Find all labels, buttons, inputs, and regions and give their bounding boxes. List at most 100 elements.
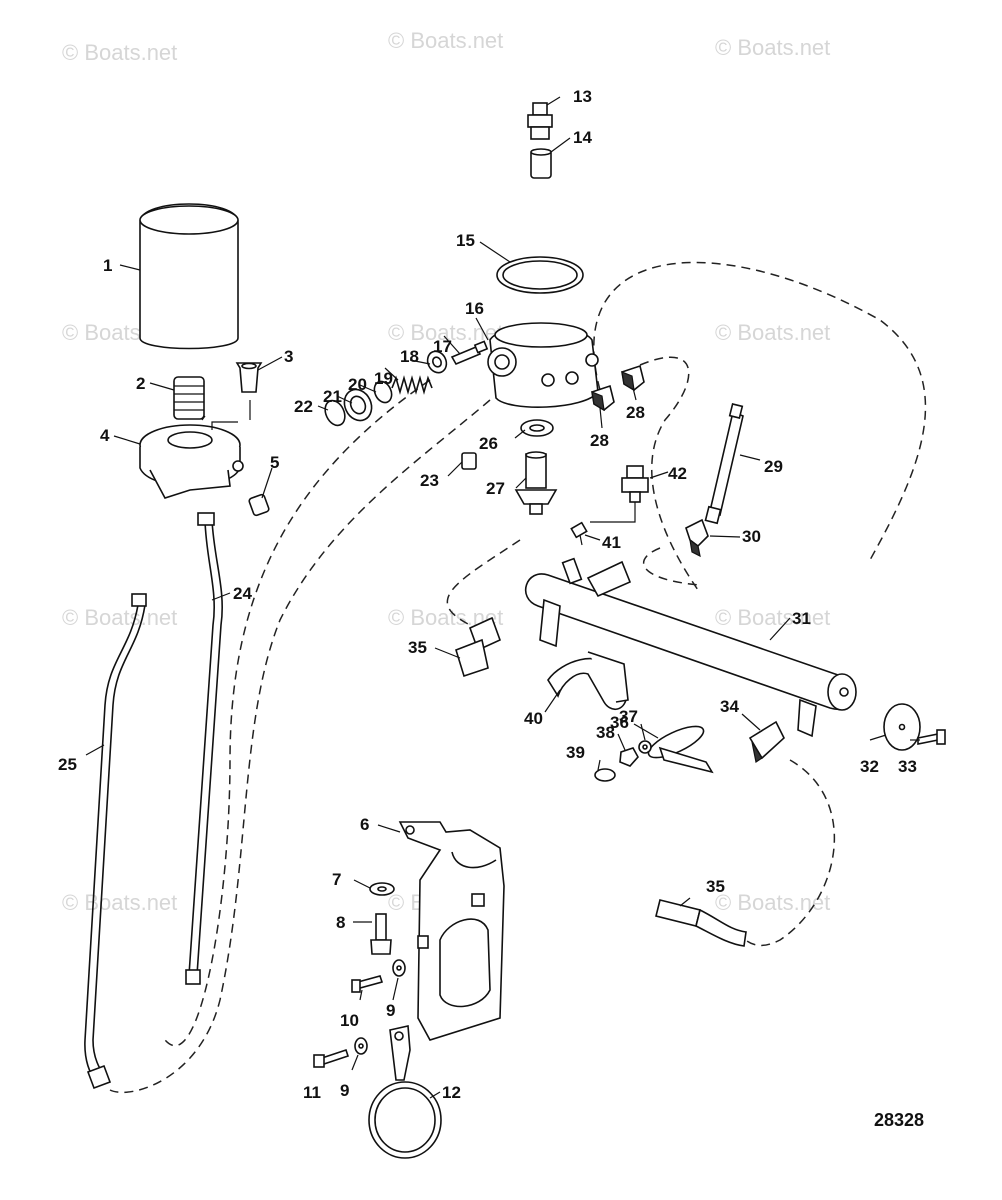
part-29-tube[interactable] bbox=[704, 402, 744, 525]
callout-35b: 35 bbox=[706, 877, 725, 896]
part-32-gasket[interactable] bbox=[883, 703, 921, 751]
part-41-screw[interactable] bbox=[570, 521, 588, 546]
part-31-oil-cooler[interactable] bbox=[525, 557, 857, 738]
callout-28b: 28 bbox=[626, 403, 645, 422]
part-19-spring[interactable] bbox=[391, 375, 433, 395]
part-38-nut[interactable] bbox=[619, 747, 639, 767]
hose-route bbox=[739, 759, 836, 947]
callout-13: 13 bbox=[573, 87, 592, 106]
part-27-fitting[interactable] bbox=[514, 451, 558, 515]
callout-40: 40 bbox=[524, 709, 543, 728]
callout-21: 21 bbox=[323, 387, 342, 406]
callout-17: 17 bbox=[433, 337, 452, 356]
watermark: © Boats.net bbox=[62, 605, 177, 630]
callout-6: 6 bbox=[360, 815, 369, 834]
callout-38: 38 bbox=[596, 723, 615, 742]
part-18-washer[interactable] bbox=[424, 348, 450, 376]
part-17-valve[interactable] bbox=[450, 340, 489, 366]
part-28-elbow-fitting[interactable] bbox=[591, 384, 615, 412]
callout-9a: 9 bbox=[386, 1001, 395, 1020]
watermark: © Boats.net bbox=[715, 605, 830, 630]
callout-3: 3 bbox=[284, 347, 293, 366]
callout-34: 34 bbox=[720, 697, 739, 716]
callout-8: 8 bbox=[336, 913, 345, 932]
watermark: © Boats.net bbox=[62, 40, 177, 65]
part-26-washer[interactable] bbox=[520, 419, 554, 437]
callout-4: 4 bbox=[100, 426, 110, 445]
callout-19: 19 bbox=[374, 369, 393, 388]
callout-22: 22 bbox=[294, 397, 313, 416]
hose-route bbox=[446, 539, 521, 626]
callout-39: 39 bbox=[566, 743, 585, 762]
part-33-bolt[interactable] bbox=[917, 729, 946, 745]
part-35-hose-coupling[interactable] bbox=[655, 899, 747, 947]
part-13-fitting[interactable] bbox=[527, 102, 553, 140]
callout-27: 27 bbox=[486, 479, 505, 498]
part-30-elbow-fitting[interactable] bbox=[685, 518, 709, 558]
part-39-cap[interactable] bbox=[594, 768, 616, 782]
part-42-sender[interactable] bbox=[590, 465, 649, 523]
callout-7: 7 bbox=[332, 870, 341, 889]
callout-42: 42 bbox=[668, 464, 687, 483]
part-35-hose-coupling[interactable] bbox=[455, 616, 502, 678]
part-3-plug[interactable] bbox=[235, 362, 263, 393]
part-16-filter-housing[interactable] bbox=[487, 322, 599, 408]
callout-15: 15 bbox=[456, 231, 475, 250]
callout-41: 41 bbox=[602, 533, 621, 552]
part-1-oil-filter[interactable] bbox=[139, 203, 239, 350]
hose-route bbox=[593, 261, 927, 561]
diagram-code: 28328 bbox=[874, 1110, 924, 1130]
callout-5: 5 bbox=[270, 453, 279, 472]
hose-route bbox=[639, 356, 699, 591]
part-23-plug[interactable] bbox=[461, 452, 477, 470]
part-12-strap-clamp[interactable] bbox=[368, 1025, 442, 1159]
callout-35a: 35 bbox=[408, 638, 427, 657]
callout-33: 33 bbox=[898, 757, 917, 776]
part-22-snap-ring[interactable] bbox=[321, 397, 348, 428]
callout-20: 20 bbox=[348, 375, 367, 394]
hose-route bbox=[164, 379, 431, 1047]
watermark: © Boats.net bbox=[715, 890, 830, 915]
callout-18: 18 bbox=[400, 347, 419, 366]
hose-routes bbox=[109, 261, 927, 1094]
part-40-cooler-bracket[interactable] bbox=[547, 651, 629, 711]
part-5-plug[interactable] bbox=[248, 493, 270, 517]
callout-29: 29 bbox=[764, 457, 783, 476]
part-6-mounting-bracket[interactable] bbox=[398, 821, 505, 1041]
callout-1: 1 bbox=[103, 256, 112, 275]
part-25-oil-line[interactable] bbox=[84, 593, 147, 1090]
part-15-gasket[interactable] bbox=[496, 256, 584, 294]
callout-23: 23 bbox=[420, 471, 439, 490]
callout-26: 26 bbox=[479, 434, 498, 453]
part-14-bushing[interactable] bbox=[530, 148, 552, 179]
part-11-screw[interactable] bbox=[313, 1048, 350, 1068]
hose-route bbox=[109, 399, 491, 1094]
part-34-elbow-fitting[interactable] bbox=[748, 720, 785, 763]
leader-lines bbox=[85, 96, 920, 1099]
watermark: © Boats.net bbox=[62, 890, 177, 915]
part-2-threaded-nipple[interactable] bbox=[173, 376, 205, 420]
part-28-elbow-fitting[interactable] bbox=[621, 364, 645, 392]
callout-32: 32 bbox=[860, 757, 879, 776]
part-9-washer[interactable] bbox=[354, 1037, 368, 1055]
callout-28a: 28 bbox=[590, 431, 609, 450]
part-36-hose-clamp[interactable] bbox=[645, 720, 714, 774]
callout-37: 37 bbox=[619, 707, 638, 726]
callout-36: 36 bbox=[610, 713, 629, 732]
callout-24: 24 bbox=[233, 584, 252, 603]
callout-12: 12 bbox=[442, 1083, 461, 1102]
part-24-oil-line[interactable] bbox=[185, 512, 224, 985]
part-21-cap[interactable] bbox=[339, 385, 376, 425]
callout-9b: 9 bbox=[340, 1081, 349, 1100]
part-4-filter-adapter[interactable] bbox=[139, 424, 244, 499]
hose-route bbox=[642, 547, 701, 586]
part-37-washer[interactable] bbox=[638, 740, 652, 754]
part-20-o-ring[interactable] bbox=[371, 379, 395, 406]
watermark: © Boats.net bbox=[715, 320, 830, 345]
part-9-washer[interactable] bbox=[392, 959, 406, 977]
part-7-washer[interactable] bbox=[369, 882, 395, 896]
part-10-screw[interactable] bbox=[351, 975, 384, 993]
part-8-bolt[interactable] bbox=[370, 913, 392, 955]
callout-11: 11 bbox=[303, 1083, 321, 1102]
